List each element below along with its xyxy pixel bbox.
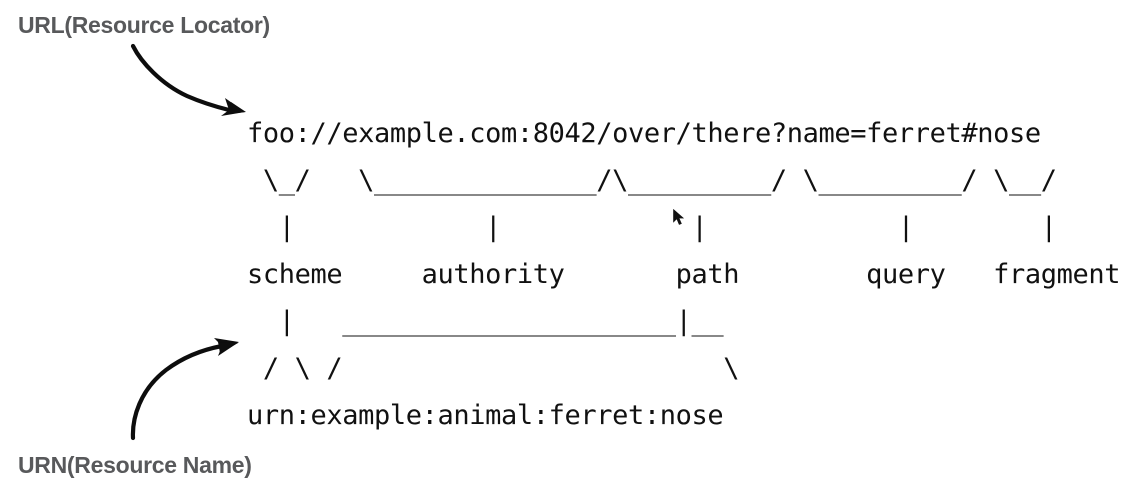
- urn-arrow-icon: [130, 338, 239, 441]
- ascii-line-uri: foo://example.com:8042/over/there?name=f…: [247, 118, 1041, 149]
- ascii-line-urn-slash: / \ / \: [247, 353, 740, 384]
- mouse-pointer-icon: [673, 209, 685, 225]
- ascii-line-labels: scheme authority path query fragment: [247, 259, 1121, 290]
- ascii-line-urn-brace: | _____________________|__: [247, 306, 724, 337]
- ascii-line-stems: | | | | |: [247, 212, 1057, 243]
- url-annotation-label: URL(Resource Locator): [18, 12, 270, 38]
- urn-annotation-label: URN(Resource Name): [18, 452, 252, 478]
- ascii-line-urn: urn:example:animal:ferret:nose: [247, 400, 724, 431]
- ascii-uri-diagram: foo://example.com:8042/over/there?name=f…: [247, 110, 1121, 439]
- ascii-line-brackets: \_/ \______________/\_________/ \_______…: [247, 165, 1057, 196]
- url-arrow-icon: [130, 43, 246, 116]
